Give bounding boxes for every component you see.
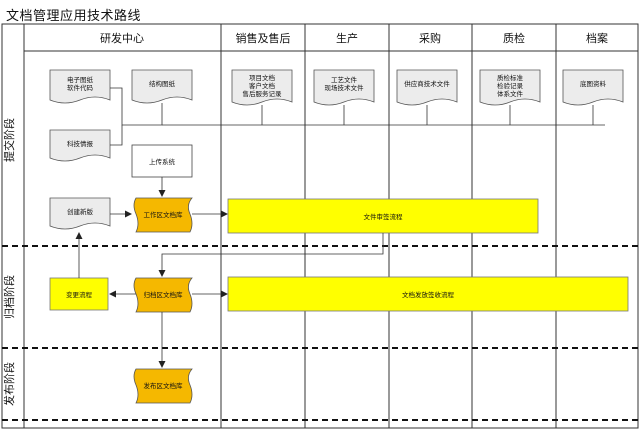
doc-structure-label: 结构图纸 [149, 79, 176, 88]
doc-qc-label-2: 检验记录 [497, 81, 524, 90]
column-header-archive: 档案 [586, 31, 608, 45]
doc-production [313, 69, 375, 106]
column-header-purchase: 采购 [419, 31, 441, 45]
phase-separators [2, 245, 638, 421]
doc-electronic-label-2: 软件代码 [67, 83, 94, 92]
archive-area-library [133, 277, 193, 313]
countersign-flow-box [227, 198, 539, 234]
phase-label-archive: 归档阶段 [2, 275, 16, 319]
column-header-production: 生产 [336, 31, 358, 45]
doc-production-label-1: 工艺文件 [331, 75, 358, 84]
doc-purchase [396, 69, 458, 106]
create-new-version-label: 创建新版 [67, 207, 94, 216]
work-area-library [133, 197, 193, 233]
doc-structure-drawings [131, 69, 193, 104]
change-flow-label: 变更流程 [66, 290, 93, 299]
connector-electronic-upload [110, 87, 132, 126]
arrow-countersign-to-archive [158, 233, 384, 277]
page-title: 文档管理应用技术路线 [6, 9, 142, 24]
doc-electronic-label-1: 电子图纸 [67, 75, 94, 84]
doc-sales-label-3: 售后服务记录 [243, 89, 283, 98]
doc-qc [479, 69, 541, 106]
connector-structure-upload [132, 103, 163, 126]
doc-create-new-version [49, 197, 111, 230]
work-area-library-label: 工作区文档库 [144, 210, 184, 219]
column-header-sales: 销售及售后 [236, 31, 291, 45]
release-receive-flow-box [227, 276, 629, 312]
phase-label-publish: 发布阶段 [2, 362, 16, 406]
doc-qc-label-3: 体系文件 [497, 89, 524, 98]
release-receive-flow-label: 文档发放签收流程 [402, 290, 455, 299]
publish-area-library [133, 368, 193, 404]
doc-purchase-label: 供应商技术文件 [404, 79, 450, 88]
doc-sales-label-2: 客户文档 [249, 81, 275, 90]
archive-area-library-label: 归档区文档库 [144, 290, 184, 299]
doc-electronic-drawings [49, 69, 111, 104]
change-flow-box [49, 277, 109, 311]
upload-system-box [131, 144, 193, 178]
doc-archive [562, 69, 624, 106]
doc-sales [231, 69, 293, 106]
phase-label-submit: 提交阶段 [2, 118, 16, 162]
doc-sales-label-1: 项目文档 [249, 73, 275, 82]
column-header-qc: 质检 [503, 31, 525, 45]
doc-production-label-2: 现场技术文件 [325, 83, 365, 92]
publish-area-library-label: 发布区文档库 [144, 381, 184, 390]
doc-tech-report [49, 129, 111, 162]
diagram-frame [1, 23, 639, 429]
doc-archive-label: 底图资料 [580, 79, 607, 88]
connector-techreport-upload [110, 125, 123, 146]
doc-qc-label-1: 质检标准 [497, 73, 524, 82]
countersign-flow-label: 文件审签流程 [364, 212, 404, 221]
column-header-rd: 研发中心 [100, 31, 144, 45]
doc-tech-report-label: 科技情报 [67, 139, 94, 148]
upload-system-label: 上传系统 [149, 157, 176, 166]
